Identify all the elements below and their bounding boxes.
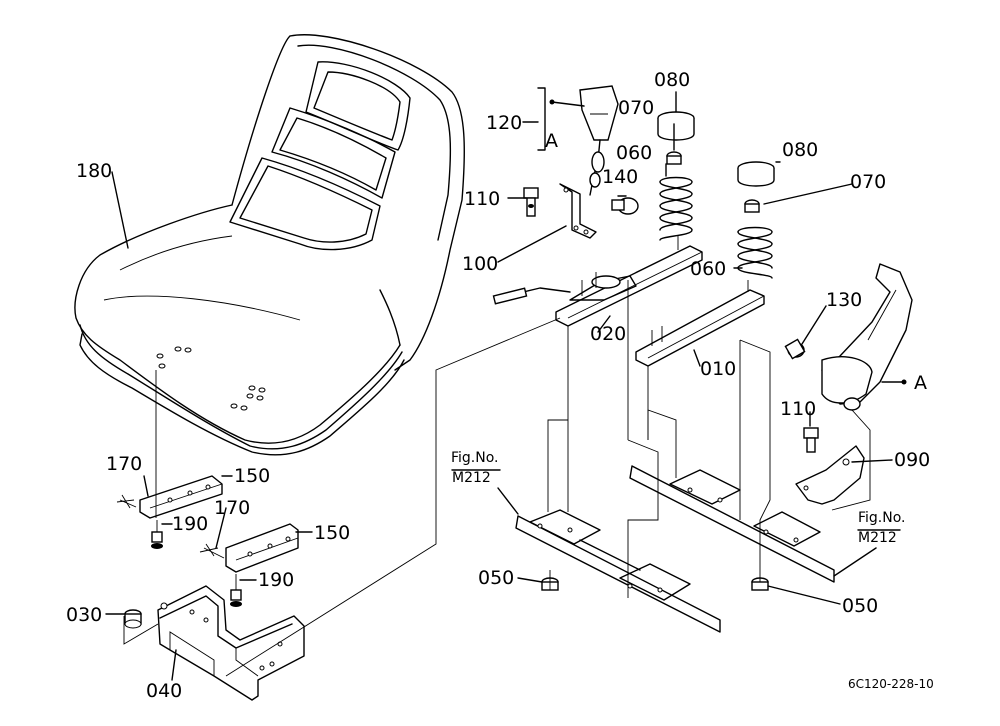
callout-020: 020: [590, 323, 626, 345]
frame-rail-right: [629, 465, 835, 583]
callout-130: 130: [826, 289, 862, 311]
fig-ref-left-line1: Fig.No.: [451, 450, 499, 466]
rail-020: [492, 236, 703, 512]
seat-assembly: [74, 34, 465, 518]
callout-010: 010: [700, 358, 736, 380]
lever-handle-assembly: [559, 85, 619, 239]
callout-040: 040: [146, 680, 182, 702]
nut-030: [124, 609, 142, 629]
callout-080-upper: 080: [654, 69, 690, 91]
fig-ref-right-line1: Fig.No.: [858, 510, 906, 526]
spring-060a: [659, 176, 693, 241]
fig-ref-right-line2: M212: [858, 530, 897, 546]
nut-070b: [744, 199, 760, 213]
callout-060-upper: 060: [616, 142, 652, 164]
spring-060b: [737, 226, 773, 279]
callout-070-right: 070: [850, 171, 886, 193]
bolt-110a: [523, 187, 539, 217]
leader-lines: [105, 87, 907, 681]
fig-reference-right: Fig.No. M212: [857, 510, 906, 546]
callout-050-left: 050: [478, 567, 514, 589]
callout-labels: 180 120 A 080 070 060 140 110 100 080 07…: [66, 69, 930, 702]
callout-150-upper: 150: [234, 465, 270, 487]
callout-140: 140: [602, 166, 638, 188]
seat-base-plate: [157, 585, 305, 701]
callout-a-right: A: [914, 372, 927, 394]
cap-080a: [657, 111, 695, 141]
knob-140: [611, 197, 639, 215]
callout-a-upper: A: [545, 130, 558, 152]
rail-010: [635, 280, 765, 520]
callout-030: 030: [66, 604, 102, 626]
callout-150-lower: 150: [314, 522, 350, 544]
seat-bracket-upper: [116, 475, 223, 549]
callout-060-right: 060: [690, 258, 726, 280]
fig-reference-left: Fig.No. M212: [451, 450, 501, 486]
callout-050-right: 050: [842, 595, 878, 617]
fig-ref-left-line2: M212: [452, 470, 491, 486]
callout-190-lower: 190: [258, 569, 294, 591]
callout-090: 090: [894, 449, 930, 471]
callout-180: 180: [76, 160, 112, 182]
callout-100: 100: [462, 253, 498, 275]
bolt-110b: [803, 427, 819, 453]
seatbelt-assembly: [784, 263, 913, 411]
callout-190-upper: 190: [172, 513, 208, 535]
document-code: 6C120-228-10: [848, 677, 934, 691]
callout-110-right: 110: [780, 398, 816, 420]
callout-080-right: 080: [782, 139, 818, 161]
nut-070a: [666, 151, 682, 165]
callout-070-upper: 070: [618, 97, 654, 119]
callout-110-upper: 110: [464, 188, 500, 210]
callout-170-lower: 170: [214, 497, 250, 519]
cap-080b: [737, 161, 775, 187]
callout-170-upper: 170: [106, 453, 142, 475]
callout-120: 120: [486, 112, 522, 134]
bracket-090: [795, 445, 865, 505]
seat-bracket-lower: [199, 523, 299, 607]
frame-rail-left: [515, 509, 721, 633]
